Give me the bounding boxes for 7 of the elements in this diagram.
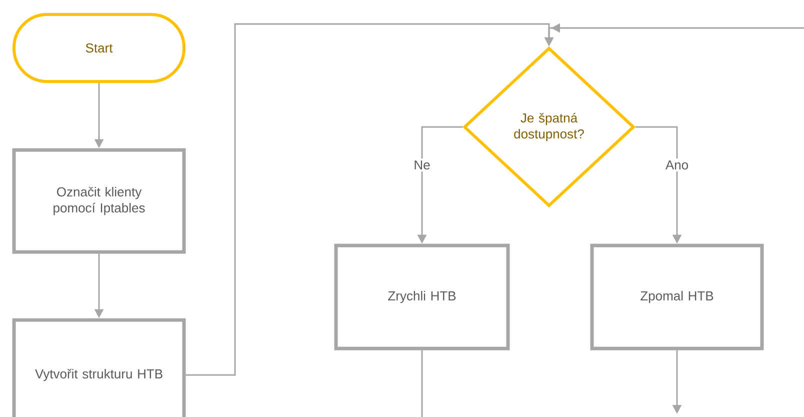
process-box: Vytvořit strukturu HTB bbox=[12, 318, 186, 417]
edge-label: Ne bbox=[412, 158, 432, 172]
process-box: Zrychli HTB bbox=[334, 244, 510, 350]
process-box: Zpomal HTB bbox=[590, 244, 764, 350]
connector-line bbox=[421, 350, 423, 417]
process-box: Označit klienty pomocí Iptables bbox=[12, 148, 186, 254]
edge-label: Ano bbox=[663, 158, 691, 172]
